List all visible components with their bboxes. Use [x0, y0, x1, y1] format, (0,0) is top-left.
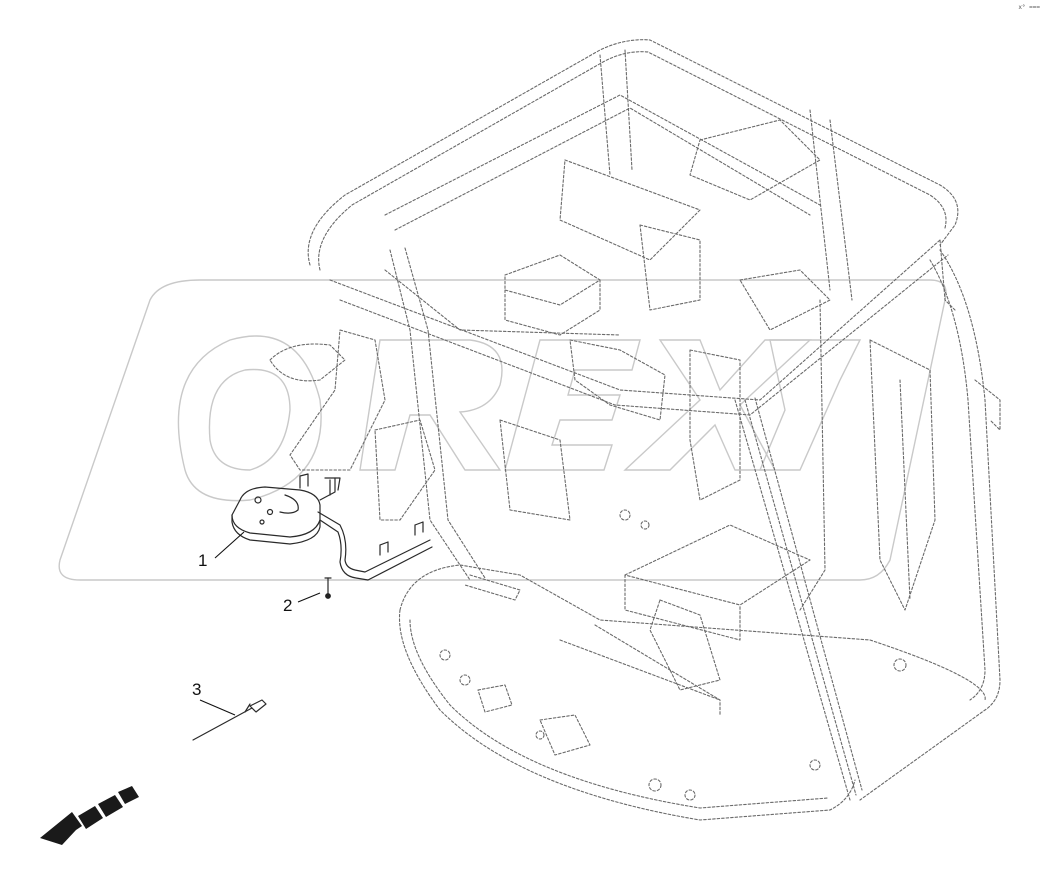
front-arrow-icon	[40, 786, 139, 845]
corner-mark: x° ===	[1018, 4, 1040, 11]
watermark-logo	[58, 279, 947, 581]
bolt	[324, 577, 332, 599]
callout-leaders	[199, 531, 321, 716]
cable-tie	[192, 699, 267, 741]
callout-label-3: 3	[192, 680, 202, 699]
callout-label-2: 2	[283, 596, 293, 615]
cab-frame	[269, 39, 1001, 821]
seat-mounting-bracket	[231, 473, 433, 581]
callout-label-1: 1	[198, 551, 208, 570]
